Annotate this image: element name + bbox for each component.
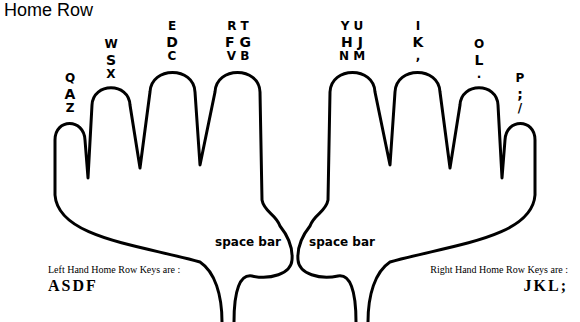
home-key-label: L <box>475 53 484 68</box>
key-label: V B <box>227 50 250 63</box>
page-title: Home Row <box>4 1 93 21</box>
key-label: , <box>416 50 421 63</box>
key-label: W <box>104 38 117 51</box>
note-text: Right Hand Home Row Keys are : <box>430 264 568 275</box>
key-label: R T <box>227 20 249 33</box>
home-key-label: S <box>106 53 116 68</box>
key-label: Z <box>66 102 75 115</box>
key-label: E <box>168 20 176 33</box>
home-keys-text: JKL; <box>524 277 568 295</box>
key-label: C <box>168 50 177 63</box>
home-key-label: F G <box>225 35 251 50</box>
key-label: I <box>416 20 420 33</box>
home-key-label: D <box>166 35 178 50</box>
key-label: N M <box>339 50 365 63</box>
home-key-label: K <box>413 35 424 50</box>
right-hand-outline <box>298 73 535 322</box>
home-key-label: ; <box>517 87 523 102</box>
key-label: . <box>477 68 482 81</box>
key-label: / <box>518 102 522 115</box>
key-label: Q <box>65 72 75 85</box>
key-label: O <box>474 38 484 51</box>
key-label: X <box>106 68 115 81</box>
thumb-label: space bar <box>309 236 375 249</box>
note-text: Left Hand Home Row Keys are : <box>48 264 180 275</box>
home-keys-text: ASDF <box>48 277 98 295</box>
key-label: P <box>516 72 525 85</box>
key-label: Y U <box>341 20 364 33</box>
home-key-label: A <box>65 87 76 102</box>
thumb-label: space bar <box>215 236 281 249</box>
home-key-label: H J <box>341 35 363 50</box>
